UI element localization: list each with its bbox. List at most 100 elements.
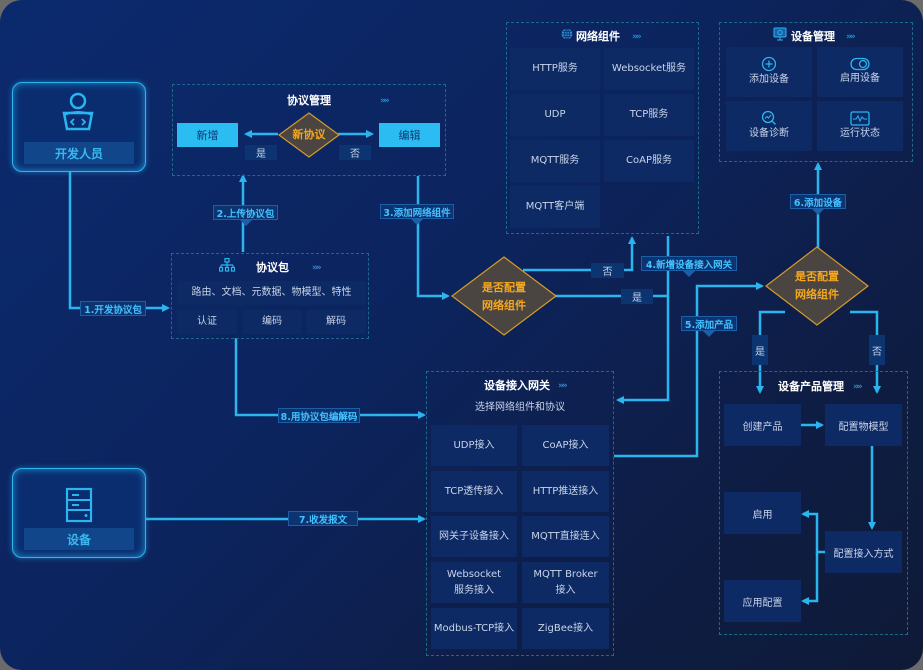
- protocol-pkg-features: 路由、文档、元数据、物模型、特性: [177, 281, 366, 305]
- step-5-tag: 5.添加产品: [681, 316, 737, 337]
- yes-tag: 是: [245, 145, 277, 160]
- step-3-tag: 3.添加网络组件: [380, 204, 454, 225]
- no-tag: 否: [591, 263, 624, 278]
- decision-line-2: 网络组件: [795, 288, 839, 301]
- net-config-decision-2: [765, 246, 869, 326]
- monitor-icon: [773, 27, 787, 41]
- no-tag: 否: [869, 335, 885, 365]
- gateway-coap[interactable]: CoAP接入: [522, 425, 609, 466]
- yes-tag: 是: [752, 335, 768, 365]
- line-access-to-enable: [801, 510, 826, 554]
- product-mgmt-panel: [719, 371, 908, 635]
- plus-circle-icon: [761, 56, 777, 72]
- search-chart-icon: [761, 110, 776, 125]
- line-edit-to-decision1: [416, 176, 450, 300]
- line-decision2-yes: [756, 310, 785, 394]
- line-decision2-no: [850, 310, 881, 394]
- device-actor[interactable]: 设备: [12, 468, 146, 558]
- enable-step[interactable]: 启用: [724, 492, 801, 534]
- decision-line-1: 是否配置: [482, 281, 526, 294]
- line-step4-to-gateway: [616, 236, 670, 404]
- gateway-udp[interactable]: UDP接入: [431, 425, 517, 466]
- chevrons-icon: »»: [380, 96, 390, 106]
- gateway-subdevice[interactable]: 网关子设备接入: [431, 516, 517, 557]
- pulse-monitor-icon: [850, 110, 870, 126]
- protocol-pkg-title: 协议包: [256, 261, 289, 274]
- net-config-decision-2-text: 是否配置 网络组件: [764, 268, 870, 304]
- step-6-tag: 6.添加设备: [790, 194, 846, 215]
- gateway-mqtt-broker[interactable]: MQTT Broker 接入: [522, 562, 609, 603]
- gateway-websocket[interactable]: Websocket 服务接入: [431, 562, 517, 603]
- device-mgmt-panel: [719, 22, 913, 162]
- line-dev-to-pkg: [68, 170, 170, 312]
- developer-label: 开发人员: [24, 142, 134, 164]
- configure-access-step[interactable]: 配置接入方式: [825, 531, 902, 573]
- gateway-panel: [426, 371, 614, 656]
- network-component-http[interactable]: HTTP服务: [510, 48, 600, 90]
- gateway-mqtt-direct[interactable]: MQTT直接连入: [522, 516, 609, 557]
- diagnose-device-button[interactable]: 设备诊断: [726, 101, 812, 151]
- gateway-tcp[interactable]: TCP透传接入: [431, 471, 517, 512]
- developer-actor[interactable]: 开发人员: [12, 82, 146, 172]
- add-device-button[interactable]: 添加设备: [726, 47, 812, 97]
- gateway-zigbee[interactable]: ZigBee接入: [522, 608, 609, 649]
- new-protocol-button[interactable]: 新增: [177, 123, 238, 147]
- protocol-pkg-panel: [171, 253, 369, 339]
- edit-protocol-button[interactable]: 编辑: [379, 123, 440, 147]
- network-component-mqtt-client[interactable]: MQTT客户端: [510, 186, 600, 228]
- protocol-pkg-encode[interactable]: 编码: [242, 310, 302, 334]
- chevrons-icon: »»: [558, 381, 568, 391]
- device-label: 设备: [24, 528, 134, 550]
- product-mgmt-title: 设备产品管理: [778, 380, 844, 393]
- line-access-to-apply: [801, 552, 819, 605]
- line-gateway-to-decision2: [614, 282, 764, 458]
- globe-icon: [561, 28, 573, 40]
- gateway-subtitle: 选择网络组件和协议: [475, 402, 565, 413]
- line-pkg-to-gateway: [234, 338, 426, 419]
- network-component-tcp[interactable]: TCP服务: [604, 94, 694, 136]
- diagnose-device-label: 设备诊断: [749, 128, 789, 139]
- gateway-modbus[interactable]: Modbus-TCP接入: [431, 608, 517, 649]
- decision-line-2: 网络组件: [482, 299, 526, 312]
- enable-device-button[interactable]: 启用设备: [817, 47, 903, 97]
- running-status-button[interactable]: 运行状态: [817, 101, 903, 151]
- chevrons-icon: »»: [853, 382, 863, 392]
- network-component-coap[interactable]: CoAP服务: [604, 140, 694, 182]
- hierarchy-icon: [219, 258, 235, 272]
- toggle-icon: [850, 57, 870, 71]
- step-2-tag: 2.上传协议包: [213, 205, 278, 226]
- developer-code-icon: [62, 92, 94, 131]
- protocol-mgmt-panel: [172, 84, 446, 176]
- network-components-title: 网络组件: [576, 30, 620, 43]
- new-protocol-decision: [278, 112, 340, 158]
- protocol-pkg-auth[interactable]: 认证: [177, 310, 237, 334]
- chevrons-icon: »»: [312, 263, 322, 273]
- line-decision1-no: [523, 236, 636, 272]
- network-component-mqtt[interactable]: MQTT服务: [510, 140, 600, 182]
- gateway-http[interactable]: HTTP推送接入: [522, 471, 609, 512]
- step-4-tag: 4.新增设备接入网关: [641, 256, 737, 277]
- enable-device-label: 启用设备: [840, 73, 880, 84]
- running-status-label: 运行状态: [840, 127, 880, 139]
- chevrons-icon: »»: [632, 32, 642, 42]
- step-1-tag: 1.开发协议包: [80, 301, 146, 316]
- server-icon: [65, 487, 93, 523]
- network-component-udp[interactable]: UDP: [510, 94, 600, 136]
- no-tag: 否: [339, 145, 371, 160]
- step-8-tag: 8.用协议包编解码: [278, 408, 360, 423]
- apply-config-step[interactable]: 应用配置: [724, 580, 801, 622]
- network-component-websocket[interactable]: Websocket服务: [604, 48, 694, 90]
- device-mgmt-title: 设备管理: [791, 30, 835, 43]
- gateway-title: 设备接入网关: [484, 379, 550, 392]
- add-device-label: 添加设备: [749, 74, 789, 85]
- net-config-decision-1: [451, 256, 557, 336]
- step-7-tag: 7.收发报文: [288, 511, 358, 526]
- configure-thing-model-step[interactable]: 配置物模型: [825, 404, 902, 446]
- protocol-mgmt-title: 协议管理: [287, 94, 331, 107]
- yes-tag: 是: [621, 289, 653, 304]
- create-product-step[interactable]: 创建产品: [724, 404, 801, 446]
- new-protocol-decision-text: 新协议: [292, 128, 326, 141]
- protocol-pkg-decode[interactable]: 解码: [306, 310, 366, 334]
